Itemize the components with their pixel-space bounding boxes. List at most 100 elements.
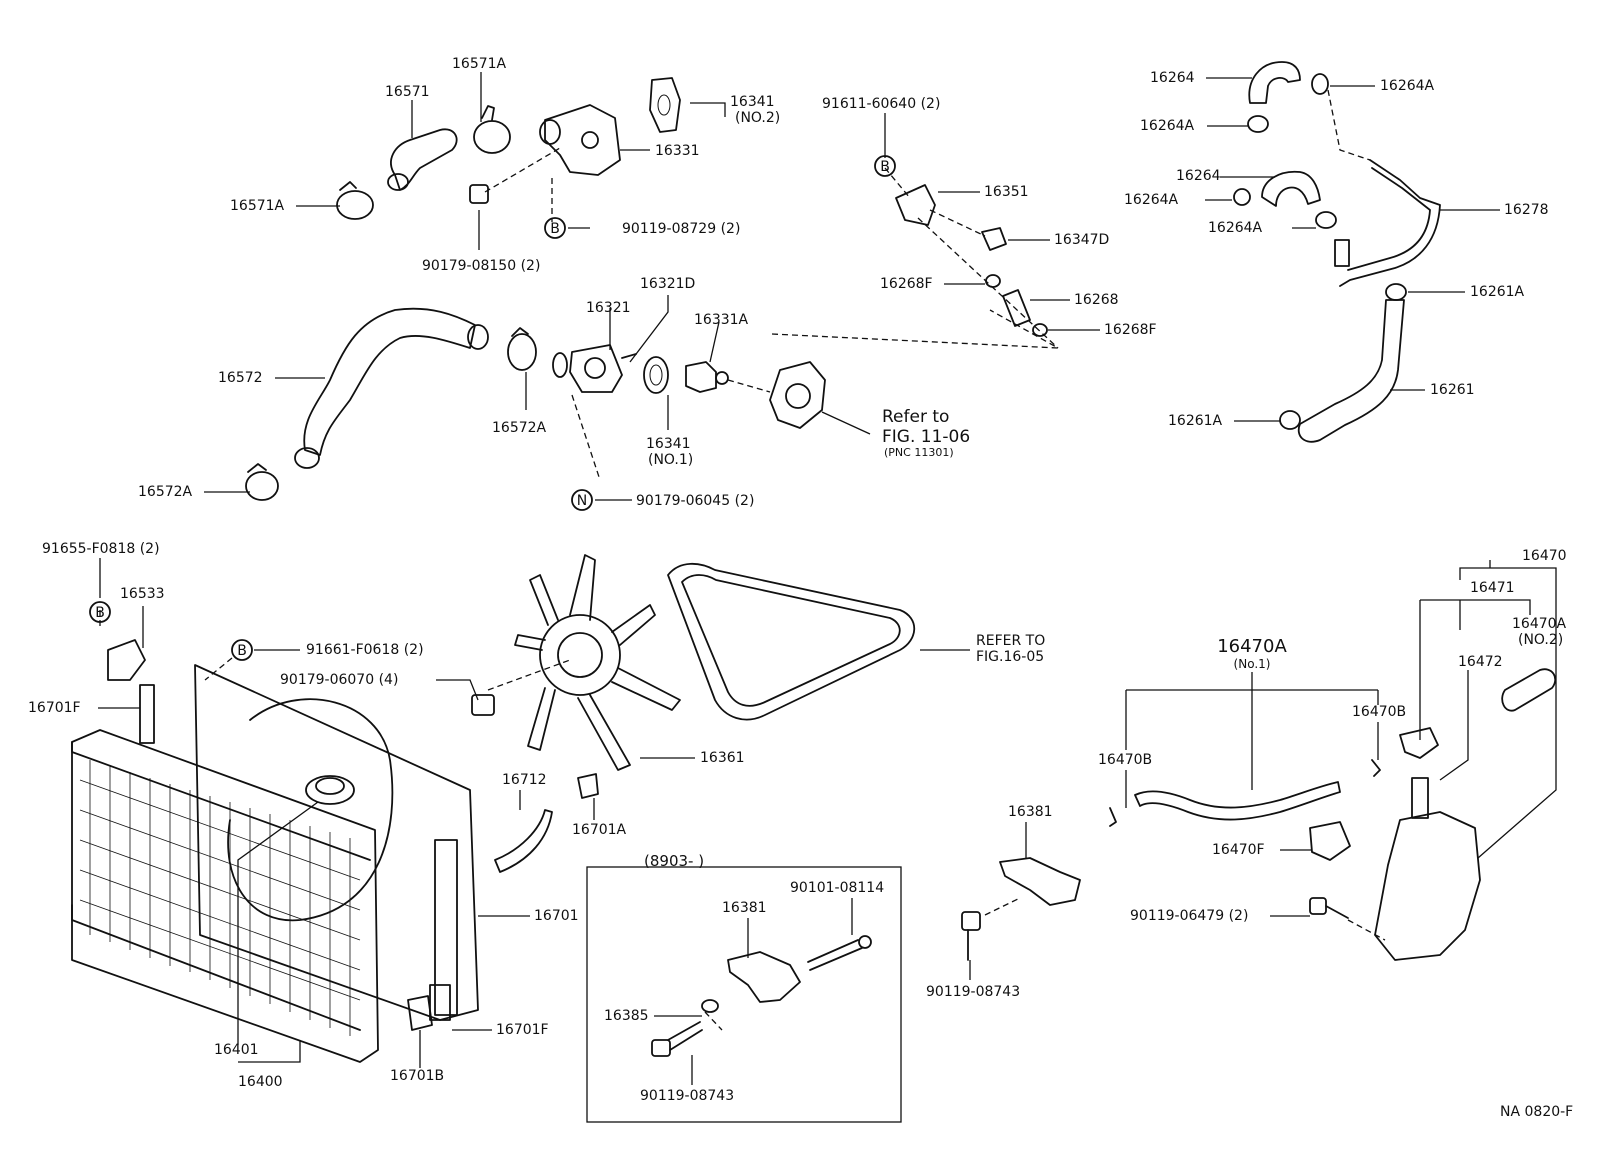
clamp-16572a-bottom: [245, 463, 279, 501]
hose-16264-top: [1248, 61, 1301, 104]
clamp-16261a-right: [1385, 283, 1407, 301]
bracket-16381: [999, 857, 1081, 906]
housing-16321: [552, 344, 623, 393]
reference-fig-16-05: REFER TO FIG.16-05: [920, 633, 1045, 665]
shroud-16701: [194, 664, 479, 1021]
label-90119-08729: 90119-08729 (2): [622, 221, 740, 237]
bolt-90101-08114: [807, 935, 872, 971]
label-16264a-mid-right: 16264A: [1208, 220, 1263, 236]
cushion-16701b: [407, 995, 433, 1031]
washer-16385: [701, 999, 719, 1013]
marker-n-90179-06045: N: [571, 489, 593, 511]
retainer-16701f-top: [139, 684, 155, 744]
clip-16701a: [577, 773, 599, 799]
label-16381: 16381: [1008, 804, 1053, 820]
pipe-16278: [1334, 159, 1441, 287]
inset-box: [586, 866, 902, 1123]
label-16571: 16571: [385, 84, 430, 100]
fan-16361: [514, 554, 681, 771]
label-16470a: 16470A: [1217, 636, 1287, 657]
svg-text:B: B: [95, 605, 105, 621]
label-16261a-left: 16261A: [1168, 413, 1223, 429]
label-16341-no1-sub: (NO.1): [648, 452, 693, 468]
label-16472: 16472: [1458, 654, 1503, 670]
label-16701a: 16701A: [572, 822, 627, 838]
label-16381-inset: 16381: [722, 900, 767, 916]
label-16470: 16470: [1522, 548, 1567, 564]
clamp-16264a-top-right: [1311, 73, 1329, 95]
guide-16712: [494, 809, 553, 873]
label-16341-no2-sub: (NO.2): [735, 110, 780, 126]
hose-16572: [294, 307, 489, 469]
label-16264a-top-left: 16264A: [1140, 118, 1195, 134]
clamp-16261a-left: [1279, 410, 1301, 430]
label-16701: 16701: [534, 908, 579, 924]
label-16331: 16331: [655, 143, 700, 159]
hose-16470a-no1: [1134, 781, 1341, 821]
stud-90179-08150: [469, 184, 489, 204]
label-91611: 91611-60640 (2): [822, 96, 940, 112]
label-90119-08743: 90119-08743: [926, 984, 1020, 1000]
clamp-16264a-mid-right: [1315, 211, 1337, 229]
hose-16571: [387, 128, 458, 191]
label-16268f-left: 16268F: [880, 276, 933, 292]
clamp-16571a-top: [473, 105, 511, 154]
bracket-16533: [107, 639, 146, 681]
gasket-16341-no2: [649, 77, 681, 133]
label-16470b-right: 16470B: [1352, 704, 1406, 720]
label-16701f-bottom: 16701F: [496, 1022, 549, 1038]
gasket-16347d: [981, 227, 1007, 251]
label-16268: 16268: [1074, 292, 1119, 308]
label-90179-06070: 90179-06070 (4): [280, 672, 398, 688]
nut-90179-06070: [471, 694, 495, 716]
label-16470a-sub: (No.1): [1234, 657, 1271, 671]
label-16278: 16278: [1504, 202, 1549, 218]
label-16712: 16712: [502, 772, 547, 788]
figure-code: NA 0820-F: [1500, 1104, 1573, 1120]
label-16264a-top-right: 16264A: [1380, 78, 1435, 94]
marker-b-91655: B: [89, 601, 111, 623]
label-16470f: 16470F: [1212, 842, 1265, 858]
oring-16268f-right: [1032, 323, 1048, 337]
pipe-16268: [1002, 289, 1031, 327]
thermostat-16331a: [685, 361, 729, 393]
water-pump-housing: [769, 361, 826, 429]
label-16341-no2: 16341: [730, 94, 775, 110]
label-16571a-top: 16571A: [452, 56, 507, 72]
clamp-16264a-mid-left: [1233, 188, 1251, 206]
label-16701b: 16701B: [390, 1068, 444, 1084]
reservoir-16470: [1374, 777, 1481, 961]
label-16321: 16321: [586, 300, 631, 316]
hose-16470a-no2: [1501, 668, 1557, 712]
clip-16470b-right: [1371, 759, 1381, 777]
clamp-16264a-top-left: [1247, 115, 1269, 133]
bolt-90119-08743: [961, 911, 981, 961]
oring-16268f-left: [985, 274, 1001, 288]
label-16385: 16385: [604, 1008, 649, 1024]
clip-16470b-left: [1109, 807, 1117, 827]
water-outlet-16331: [539, 104, 621, 176]
label-16264-mid: 16264: [1176, 168, 1221, 184]
label-16264-top: 16264: [1150, 70, 1195, 86]
label-16701f-top: 16701F: [28, 700, 81, 716]
label-16470b-left: 16470B: [1098, 752, 1152, 768]
label-16572a-top: 16572A: [492, 420, 547, 436]
label-16470a-no2: 16470A: [1512, 616, 1567, 632]
svg-text:REFER TO: REFER TO: [976, 633, 1045, 649]
leader-lines: [98, 72, 1557, 1085]
label-16261a-right: 16261A: [1470, 284, 1525, 300]
label-16264a-mid-left: 16264A: [1124, 192, 1179, 208]
clamp-16572a-top: [507, 327, 537, 371]
part-labels: 16571 16571A 16571A 16341 (NO.2) 16331 9…: [28, 56, 1567, 1104]
svg-text:(PNC 11301): (PNC 11301): [884, 446, 954, 459]
label-16261: 16261: [1430, 382, 1475, 398]
bracket-16381-inset: [727, 951, 801, 1003]
retainer-16701f-bottom: [429, 984, 451, 1021]
pin-16321d: [621, 353, 637, 359]
marker-b-91611: B: [874, 155, 896, 177]
cap-16472: [1399, 727, 1439, 759]
marker-b-90119-08729: B: [544, 217, 566, 239]
reference-fig-11-06: Refer to FIG. 11-06 (PNC 11301): [882, 407, 970, 459]
label-16572a-bottom: 16572A: [138, 484, 193, 500]
